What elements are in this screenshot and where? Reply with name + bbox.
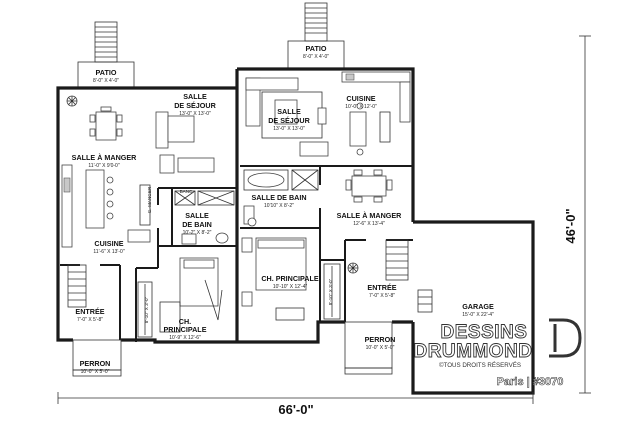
wic-left-size: 8'-10" X 3'-0" (144, 296, 149, 323)
bain-right-label: SALLE DE BAIN (251, 193, 306, 202)
garage-label: GARAGE (462, 302, 494, 311)
bed-left (159, 257, 223, 333)
plant-icon (66, 95, 78, 107)
brand-rights: ©TOUS DROITS RÉSERVÉS (439, 362, 521, 369)
perron-right-size: 10'-0" X 5'-0" (366, 345, 395, 351)
cuisine-left-size: 11'-6" X 13'-0" (93, 249, 124, 255)
stairs-left (67, 264, 87, 308)
manger-left-label: SALLE À MANGER (72, 153, 137, 162)
perron-right-label: PERRON (365, 335, 396, 344)
cuisine-left-label: CUISINE (94, 239, 123, 248)
patio-right-size: 8'-0" X 4'-0" (303, 54, 329, 60)
bain-left-label-2: DE BAIN (182, 220, 212, 229)
sejour-right-label-1: SALLE (277, 107, 301, 116)
width-dimension (57, 392, 534, 404)
plan-number: Paris | #3070 (497, 376, 564, 388)
garage-stairs (417, 289, 433, 313)
manger-right-size: 12'-6" X 13'-4" (353, 221, 385, 227)
kitchen-counter-left (61, 164, 151, 248)
bain-left-size: 10'-2" X 8'-2" (183, 230, 212, 236)
sejour-left-label-1: SALLE (183, 92, 207, 101)
bain-right-size: 10'10" X 8'-2" (264, 203, 294, 209)
manger-right-label: SALLE À MANGER (337, 211, 402, 220)
brand-line-1: DESSINS (441, 322, 528, 343)
sofa-left (155, 111, 215, 174)
bathroom-right-fixtures (243, 169, 319, 227)
interior-walls (60, 165, 413, 342)
brand-logo (549, 318, 582, 358)
patio-left-size: 8'-0" X 4'-0" (93, 78, 119, 84)
cuisine-right-size: 10'-0" X 12'-0" (345, 104, 377, 110)
patio-stairs-right (304, 2, 328, 42)
sejour-left-size: 13'-0" X 13'-0" (179, 111, 211, 117)
ch-left-size: 10'-9" X 12'-6" (169, 335, 201, 341)
width-label: 66'-0" (278, 402, 313, 417)
stairs-right (385, 239, 409, 281)
entree-right-label: ENTRÉE (367, 283, 396, 292)
garde-manger-label: G.-MANGER (147, 186, 152, 213)
dining-table-left (89, 106, 123, 141)
kitchen-right (341, 71, 411, 156)
wic-right-size: 8'-10" X 3'-0" (328, 278, 333, 305)
sofa-right (245, 77, 329, 157)
ch-left-label-1: CH. (179, 317, 191, 326)
patio-left-label: PATIO (96, 68, 117, 77)
brand-line-2: DRUMMOND (413, 341, 532, 362)
closet-right (323, 263, 341, 320)
dining-table-right (345, 169, 393, 203)
perron-right-steps (344, 367, 393, 375)
patio-right-label: PATIO (306, 44, 327, 53)
depth-label: 46'-0" (563, 208, 578, 243)
entree-right-size: 7'-0" X 5'-8" (369, 293, 395, 299)
entree-left-size: 7'-0" X 5'-8" (77, 317, 103, 323)
sejour-left-label-2: DE SÉJOUR (174, 101, 216, 110)
depth-dimension (579, 35, 591, 394)
ch-left-label-2: PRINCIPALE (164, 325, 207, 334)
perron-left-size: 10'-0" X 5'-0" (81, 369, 110, 375)
sejour-right-label-2: DE SÉJOUR (268, 116, 310, 125)
closet-left (137, 281, 153, 338)
patio-stairs-left (94, 21, 118, 63)
sejour-right-size: 13'-0" X 13'-0" (273, 126, 305, 132)
ch-right-size: 10'-10" X 12'-4" (273, 284, 308, 290)
manger-left-size: 11'-0" X 9'0-0" (88, 163, 119, 169)
perron-left-label: PERRON (80, 359, 111, 368)
garage-size: 15'-0" X 22'-4" (462, 312, 494, 318)
bed-right (241, 237, 307, 321)
ch-right-label: CH. PRINCIPALE (261, 274, 319, 283)
perron-left-steps (72, 369, 122, 377)
bathroom-left-fixtures (174, 190, 235, 245)
plant-icon (347, 262, 359, 274)
cuisine-right-label: CUISINE (346, 94, 375, 103)
banc-label: BANC (180, 189, 193, 194)
entree-left-label: ENTRÉE (75, 307, 104, 316)
bain-left-label-1: SALLE (185, 211, 209, 220)
